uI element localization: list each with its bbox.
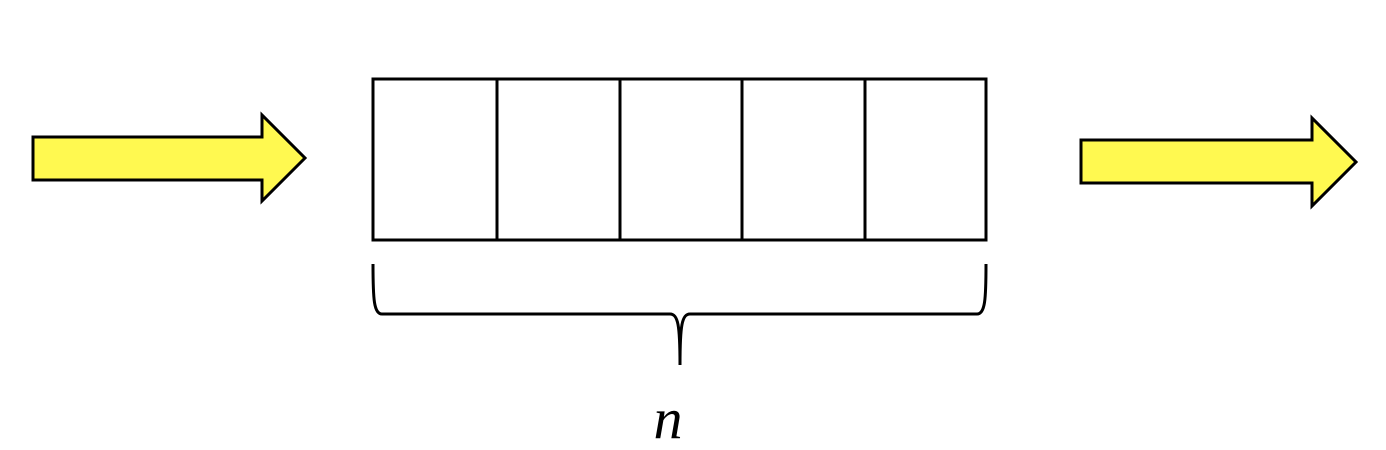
size-label: n	[654, 386, 683, 450]
buffer-box	[371, 77, 988, 242]
size-brace	[371, 263, 988, 366]
output-arrow	[1079, 114, 1359, 210]
input-arrow	[31, 111, 308, 205]
buffer-outline	[371, 77, 988, 242]
